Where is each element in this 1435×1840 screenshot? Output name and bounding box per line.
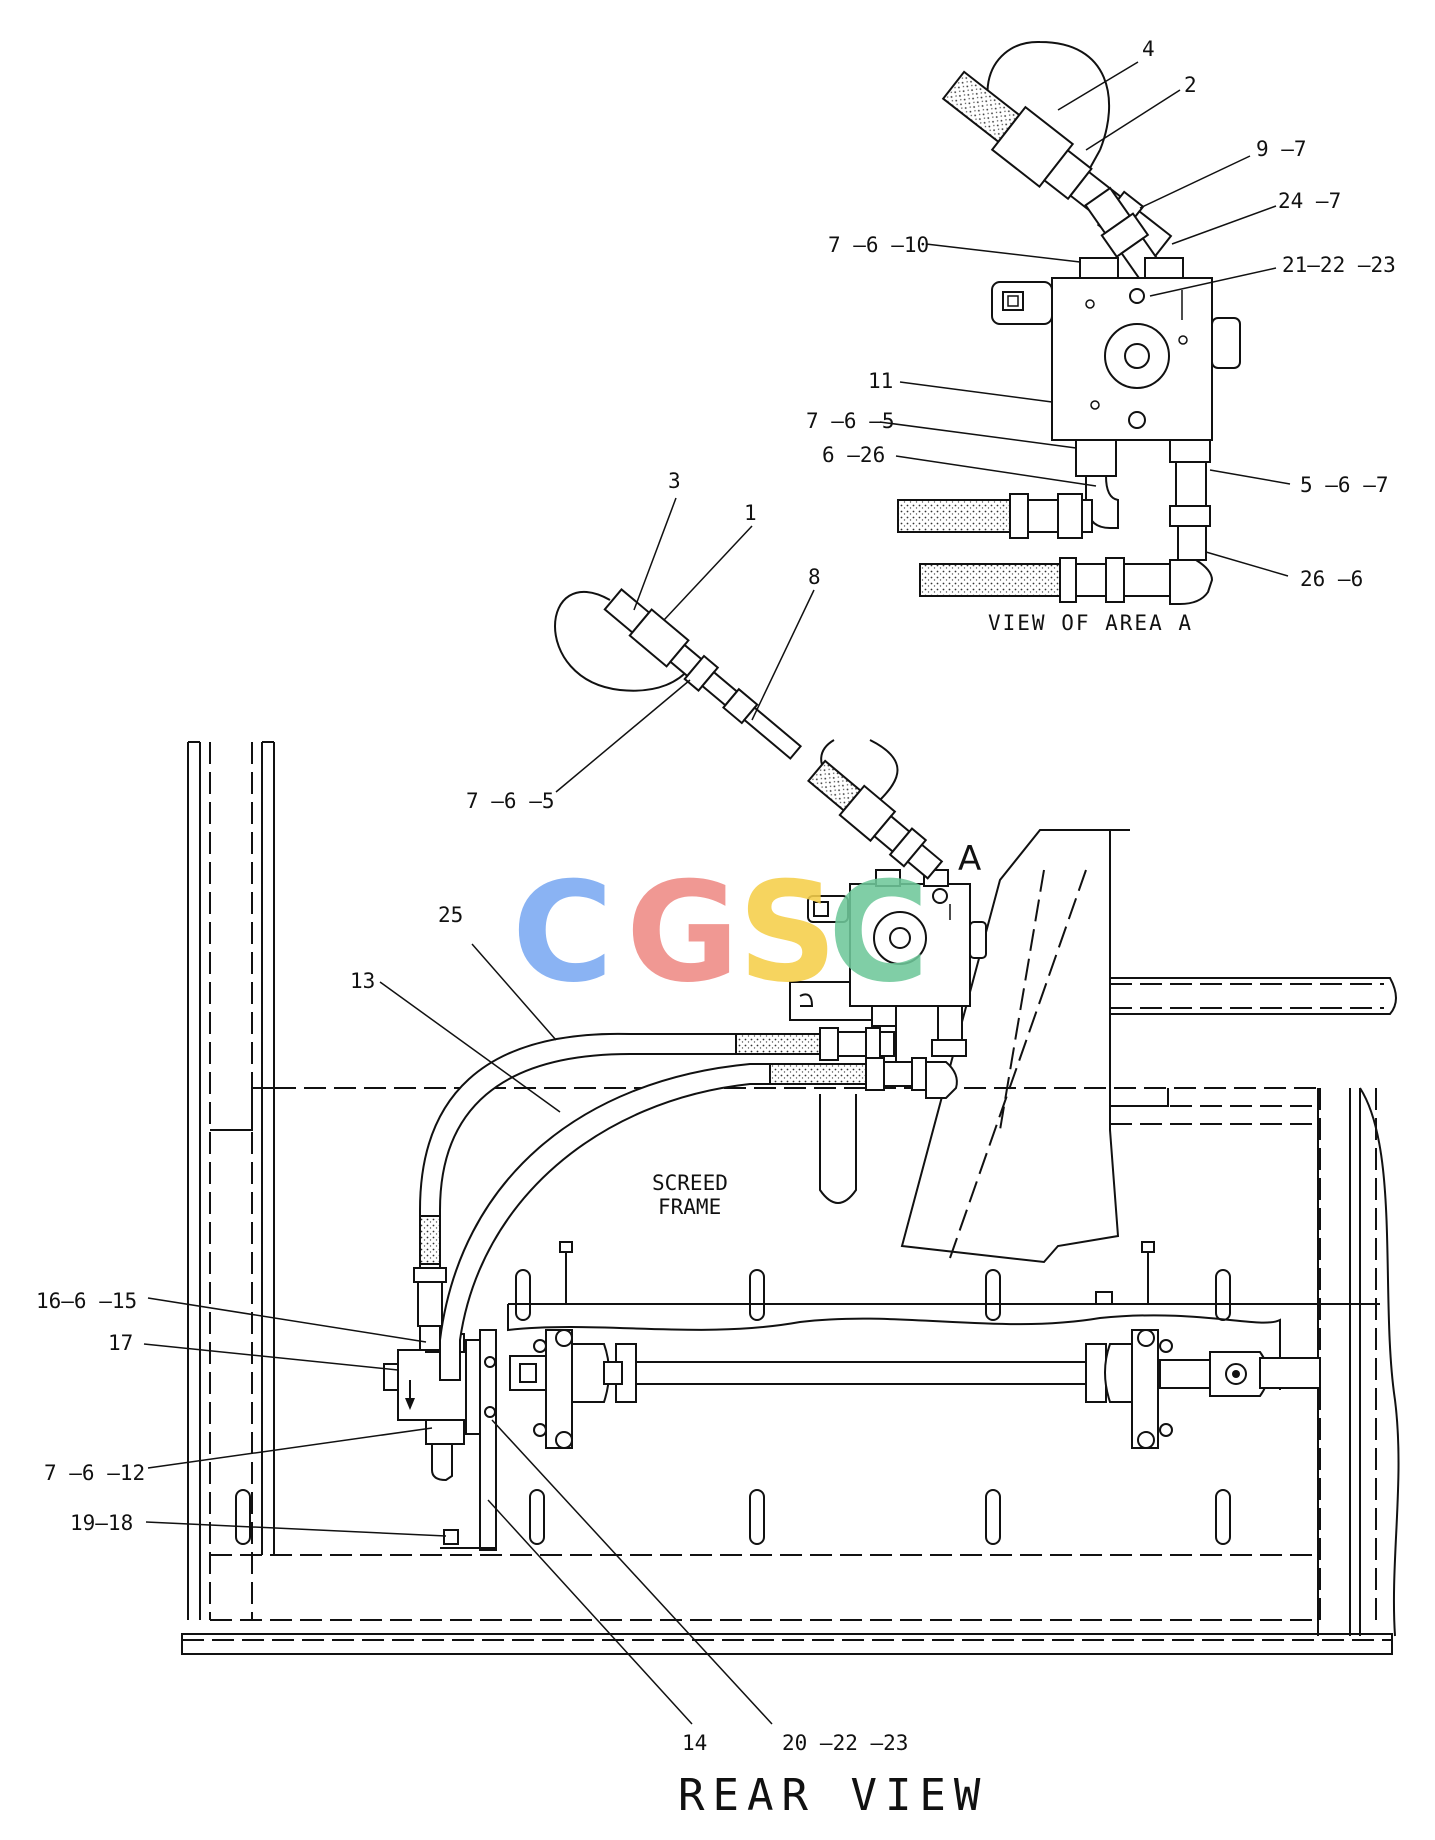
callout-11: 11 <box>868 369 893 393</box>
watermark: C G S C <box>512 852 929 1013</box>
drive-shaft <box>619 1361 1101 1385</box>
callout-6-26: 6 —26 <box>822 443 885 467</box>
loose-sensor-group: 3 1 8 7 —6 —5 <box>466 469 821 813</box>
detail-callouts: 4 2 9 —7 24 —7 7 —6 —10 21—22 —23 11 7 —… <box>806 37 1396 591</box>
rear-view-leaders <box>143 943 773 1725</box>
top-port-right <box>1144 257 1184 279</box>
detail-hose-lower <box>919 563 1061 597</box>
callout-20-22-23: 20 —22 —23 <box>782 1731 908 1755</box>
callout-4: 4 <box>1142 37 1155 61</box>
callout-7-6-5-detail: 7 —6 —5 <box>806 409 895 433</box>
callout-3: 3 <box>668 469 681 493</box>
screed-frame-label-line1: SCREED <box>652 1171 728 1195</box>
callout-25: 25 <box>438 903 463 927</box>
callout-8: 8 <box>808 565 821 589</box>
callout-1: 1 <box>744 501 757 525</box>
callout-21-22-23: 21—22 —23 <box>1282 253 1396 277</box>
callout-2: 2 <box>1184 73 1197 97</box>
callout-13: 13 <box>350 969 375 993</box>
screed-frame-label-line2: FRAME <box>658 1195 721 1219</box>
rear-view-title: REAR VIEW <box>678 1770 988 1821</box>
callout-5-6-7: 5 —6 —7 <box>1300 473 1389 497</box>
callout-7-6-10: 7 —6 —10 <box>828 233 929 257</box>
callout-26-6: 26 —6 <box>1300 567 1363 591</box>
area-a-marker: A <box>958 839 981 879</box>
detail-leaders <box>879 61 1291 577</box>
watermark-letter-s: S <box>738 852 837 1013</box>
watermark-letter-c1: C <box>512 852 613 1013</box>
mounting-bracket <box>479 1329 497 1551</box>
callout-7-6-5: 7 —6 —5 <box>466 789 555 813</box>
callout-14: 14 <box>682 1731 707 1755</box>
detail-hose-upper <box>897 499 1011 533</box>
callout-7-6-12: 7 —6 —12 <box>44 1461 145 1485</box>
view-of-area-a-caption: VIEW OF AREA A <box>988 611 1193 635</box>
watermark-letter-c2: C <box>828 852 929 1013</box>
top-port-left <box>1079 257 1119 279</box>
callout-16-6-15: 16—6 —15 <box>36 1289 137 1313</box>
detail-view-area-a: 4 2 9 —7 24 —7 7 —6 —10 21—22 —23 11 7 —… <box>806 37 1396 635</box>
callout-19-18: 19—18 <box>70 1511 133 1535</box>
watermark-letter-g: G <box>626 852 739 1013</box>
rear-view-callouts: 25 13 16—6 —15 17 7 —6 —12 19—18 14 20 —… <box>36 903 908 1755</box>
rear-view-assembly: 25 13 16—6 —15 17 7 —6 —12 19—18 14 20 —… <box>36 739 1400 1755</box>
callout-9-7: 9 —7 <box>1256 137 1307 161</box>
callout-17: 17 <box>108 1331 133 1355</box>
callout-24-7: 24 —7 <box>1278 189 1341 213</box>
